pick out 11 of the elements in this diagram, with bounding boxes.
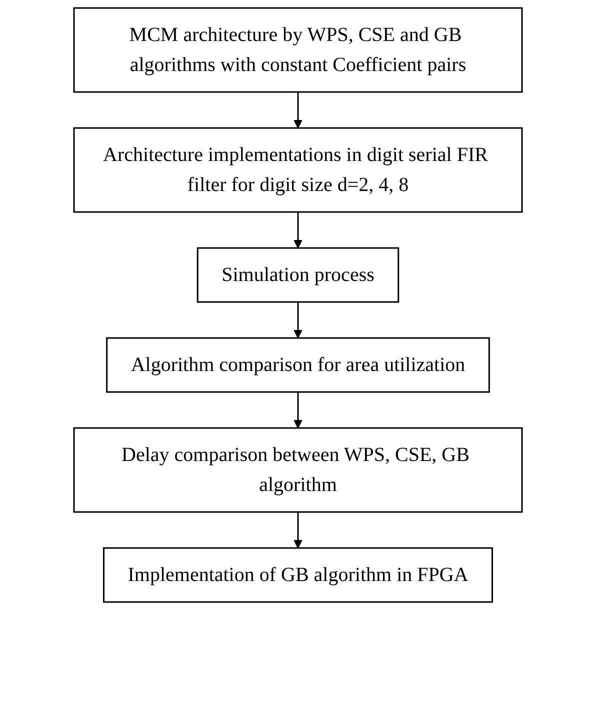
arrow: [294, 92, 302, 128]
node-box: Simulation process: [196, 247, 400, 303]
node-box: MCM architecture by WPS, CSE and GB algorithms with constant Coefficient pairs: [73, 7, 523, 93]
arrow: [294, 392, 302, 428]
arrow: [294, 302, 302, 338]
arrow: [294, 212, 302, 248]
node-box: Delay comparison between WPS, CSE, GB algorithm: [73, 427, 523, 513]
node-box: Implementation of GB algorithm in FPGA: [102, 547, 494, 603]
node-box: Algorithm comparison for area utilization: [106, 337, 490, 393]
node-box: Architecture implementations in digit serial FIR filter for digit size d=2, 4, 8: [73, 127, 523, 213]
arrow: [294, 512, 302, 548]
